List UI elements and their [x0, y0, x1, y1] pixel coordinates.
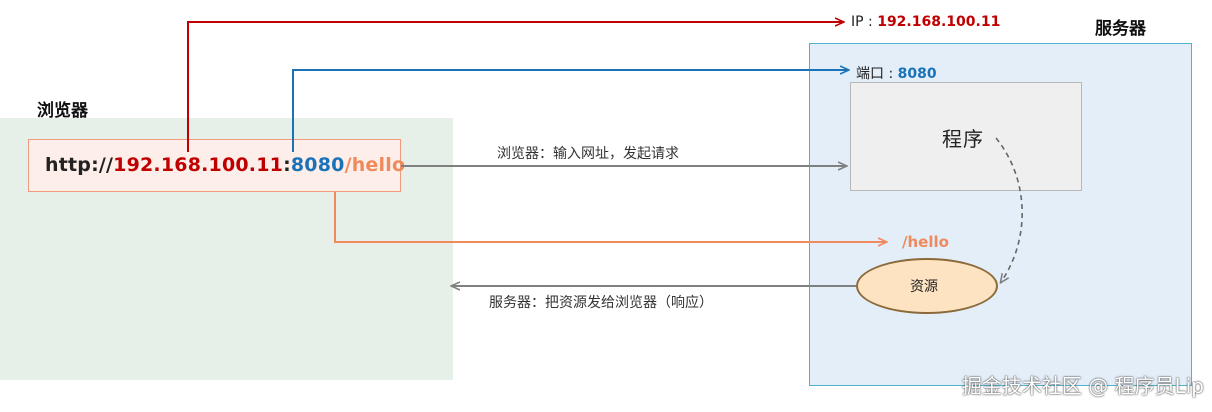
url-path: /hello — [344, 154, 406, 176]
url-ip: 192.168.100.11 — [113, 154, 284, 176]
program-box — [850, 82, 1082, 191]
url-port: 8080 — [290, 154, 345, 176]
port-label-value: 8080 — [897, 66, 937, 82]
ip-label: IP : 192.168.100.11 — [851, 14, 1000, 30]
url-scheme: http:// — [45, 154, 114, 176]
request-label: 浏览器：输入网址，发起请求 — [497, 146, 679, 162]
server-title: 服务器 — [1095, 19, 1146, 39]
port-arrow — [292, 70, 848, 152]
path-label: /hello — [902, 233, 949, 251]
url-colon: : — [283, 154, 291, 176]
response-label: 服务器：把资源发给浏览器（响应） — [489, 295, 713, 311]
port-label-key: 端口 : — [856, 66, 898, 82]
ip-label-key: IP : — [851, 14, 878, 30]
ip-label-value: 192.168.100.11 — [877, 14, 1001, 30]
program-label: 程序 — [942, 127, 984, 151]
browser-title: 浏览器 — [37, 101, 88, 121]
program-to-resource-arrow — [995, 137, 1023, 282]
resource-node — [856, 258, 998, 314]
resource-label: 资源 — [910, 279, 938, 295]
ip-arrow — [187, 22, 843, 152]
port-label: 端口 : 8080 — [856, 63, 937, 83]
url-box — [28, 139, 401, 192]
url-text: http://192.168.100.11:8080/hello — [45, 154, 405, 176]
watermark: 掘金技术社区 @ 程序员Lip — [961, 374, 1204, 398]
path-arrow — [334, 192, 886, 242]
